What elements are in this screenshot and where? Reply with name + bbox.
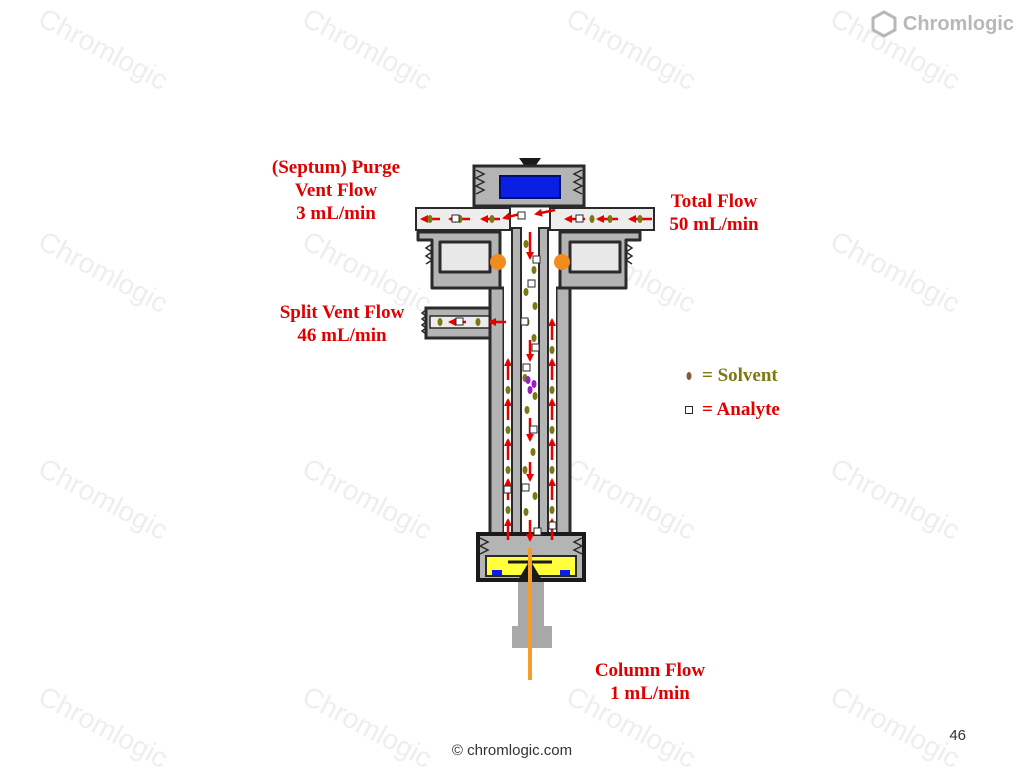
liner-wall-left bbox=[511, 227, 522, 541]
legend-analyte-text: = Analyte bbox=[702, 399, 780, 420]
liner-o-ring-left bbox=[490, 254, 506, 270]
column-label-line-2: 1 mL/min bbox=[610, 683, 690, 704]
purge-vent-flow-label: (Septum) Purge Vent Flow 3 mL/min bbox=[250, 156, 422, 225]
split-label-line-1: Split Vent Flow bbox=[279, 302, 405, 323]
septum bbox=[499, 175, 561, 199]
legend-solvent-text: = Solvent bbox=[702, 365, 778, 386]
liner-wall-right bbox=[538, 227, 549, 541]
copyright-footer: © chromlogic.com bbox=[451, 742, 573, 759]
column-flow-label: Column Flow 1 mL/min bbox=[576, 659, 724, 705]
purge-label-line-2: Vent Flow bbox=[294, 180, 378, 201]
weldment-threads bbox=[424, 243, 634, 265]
legend-solvent: = Solvent bbox=[684, 365, 778, 387]
total-flow-label: Total Flow 50 mL/min bbox=[652, 190, 776, 236]
page-number: 46 bbox=[949, 727, 966, 744]
solvent-droplet-icon bbox=[686, 372, 692, 380]
logo-text: Chromlogic bbox=[902, 12, 1014, 35]
body-wall-right bbox=[554, 286, 572, 536]
split-vent-flow-label: Split Vent Flow 46 mL/min bbox=[258, 301, 426, 347]
liner-o-ring-right bbox=[554, 254, 570, 270]
split-label-line-2: 46 mL/min bbox=[297, 325, 387, 346]
hexagon-logo-icon bbox=[871, 10, 897, 38]
column-label-line-1: Column Flow bbox=[594, 660, 706, 681]
total-label-line-2: 50 mL/min bbox=[669, 214, 759, 235]
body-wall-left bbox=[488, 286, 506, 536]
total-label-line-1: Total Flow bbox=[670, 191, 758, 212]
brand-logo: Chromlogic bbox=[871, 10, 1014, 38]
analyte-particles bbox=[451, 211, 584, 536]
purge-label-line-3: 3 mL/min bbox=[296, 203, 376, 224]
analyte-square-icon bbox=[685, 406, 693, 414]
analyte-cluster bbox=[525, 376, 537, 394]
legend-analyte: = Analyte bbox=[684, 399, 780, 421]
solvent-particles bbox=[427, 215, 643, 516]
purge-label-line-1: (Septum) Purge bbox=[271, 157, 401, 178]
